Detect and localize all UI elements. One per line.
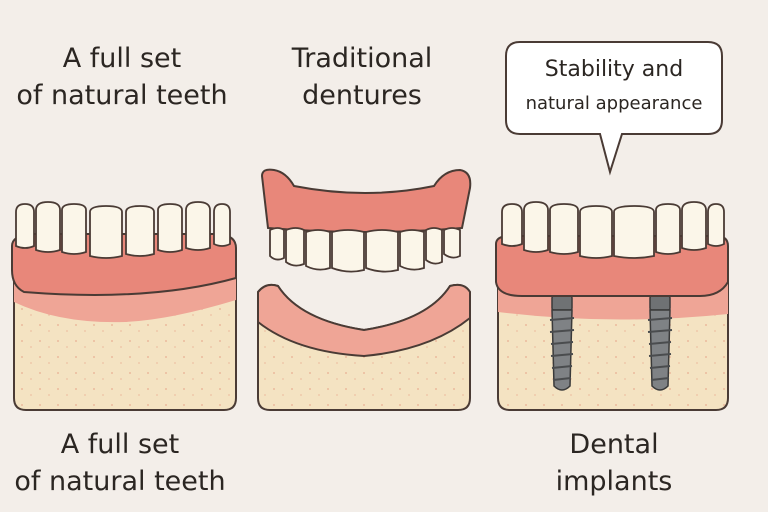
callout-text: Stability and natural appearance xyxy=(508,52,720,120)
natural-tooth xyxy=(213,203,231,247)
callout-bubble xyxy=(505,41,723,176)
natural-tooth xyxy=(125,205,155,257)
label-line: Dental xyxy=(569,429,659,460)
dentures-illustration xyxy=(257,168,472,411)
implant-tooth xyxy=(681,201,707,251)
label-line: dentures xyxy=(302,80,422,111)
natural-teeth-bottom-label: A full set of natural teeth xyxy=(0,426,240,500)
implant-tooth xyxy=(613,205,655,259)
implant-tooth xyxy=(579,205,613,259)
label-line: A full set xyxy=(62,43,182,74)
denture-tooth xyxy=(305,229,331,271)
denture-tooth xyxy=(443,227,461,259)
denture-plate xyxy=(260,168,472,233)
denture-tooth xyxy=(269,227,285,261)
natural-tooth xyxy=(157,203,183,253)
natural-tooth xyxy=(185,201,211,251)
callout-line: Stability and xyxy=(544,57,684,82)
denture-tooth xyxy=(285,227,305,267)
denture-lower-gum xyxy=(257,283,471,358)
denture-tooth xyxy=(399,229,425,271)
natural-teeth-illustration xyxy=(11,201,237,411)
denture-tooth xyxy=(331,229,365,273)
natural-teeth-top-label: A full set of natural teeth xyxy=(2,40,242,114)
label-line: A full set xyxy=(60,429,180,460)
dentures-label: Traditional dentures xyxy=(242,40,482,114)
denture-tooth-row xyxy=(269,227,461,273)
implants-illustration xyxy=(495,201,729,411)
natural-tooth-row xyxy=(15,201,231,259)
denture-tooth xyxy=(365,229,399,273)
natural-tooth xyxy=(89,205,123,259)
natural-tooth xyxy=(35,201,61,253)
natural-tooth xyxy=(61,203,87,255)
implant-tooth-row xyxy=(501,201,725,259)
implant-tooth xyxy=(655,203,681,255)
label-line: Traditional xyxy=(291,43,433,74)
implant-post-right xyxy=(647,295,673,391)
implant-tooth xyxy=(523,201,549,253)
implant-tooth xyxy=(707,203,725,247)
label-line: of natural teeth xyxy=(14,466,226,497)
callout-line: natural appearance xyxy=(525,93,703,114)
dental-implants-label: Dental implants xyxy=(494,426,734,500)
implant-tooth xyxy=(501,203,523,247)
label-line: implants xyxy=(555,466,673,497)
implant-post-left xyxy=(549,295,575,391)
implant-tooth xyxy=(549,203,579,255)
label-line: of natural teeth xyxy=(16,80,228,111)
natural-tooth xyxy=(15,203,35,249)
denture-tooth xyxy=(425,227,443,265)
